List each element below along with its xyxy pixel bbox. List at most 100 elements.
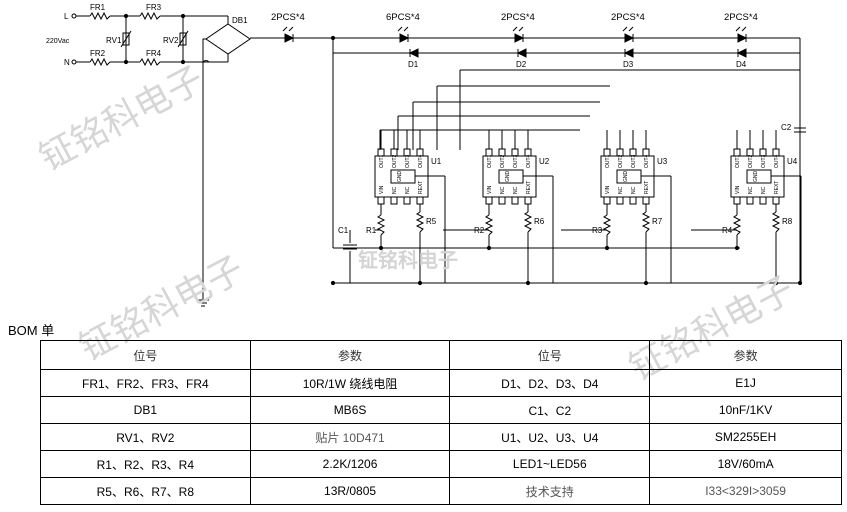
ic-gnd-pad: [498, 169, 524, 184]
pin: [485, 196, 493, 205]
pin: [616, 196, 624, 205]
ic-gnd-pad: [746, 169, 772, 184]
pin-label: OUT3: [631, 154, 637, 168]
resistor-symbol: [771, 211, 781, 233]
header-cell: 位号: [40, 340, 251, 370]
wire: [120, 30, 132, 48]
cell: R1、R2、R3、R4: [40, 450, 251, 478]
pin-label: OUT1: [379, 154, 385, 168]
pin-label: GND: [397, 171, 403, 183]
diode-symbol: [408, 48, 419, 58]
label: D2: [516, 60, 527, 69]
wire: [628, 26, 634, 32]
diode-symbol: [516, 48, 527, 58]
led-symbol: [514, 33, 525, 43]
pin: [642, 196, 650, 205]
pin-label: NC: [405, 186, 411, 194]
pin-label: OUT3: [761, 154, 767, 168]
cap-label: C1: [338, 226, 349, 235]
pin-label: REXT: [644, 181, 650, 194]
ic-label: U1: [431, 157, 442, 166]
label: RV2: [163, 36, 179, 45]
pin-label: REXT: [526, 181, 532, 194]
resistor-symbol: [139, 11, 161, 21]
junction-dot: [123, 59, 129, 65]
label: FR4: [146, 49, 162, 58]
cell: SM2255EH: [649, 423, 842, 451]
resistor-symbol: [732, 214, 742, 236]
pin-label: OUT4: [526, 154, 532, 168]
cell: 贴片 10D471: [249, 423, 451, 451]
pin-label: GND: [505, 171, 511, 183]
varistor-symbol: [122, 32, 130, 46]
pin-label: OUT3: [405, 154, 411, 168]
resistor-symbol: [523, 211, 533, 233]
label: R5: [426, 217, 437, 226]
pin-label: OUT2: [618, 154, 624, 168]
pin: [746, 196, 754, 205]
pin-label: NC: [618, 186, 624, 194]
label: R6: [534, 217, 545, 226]
pin-label: GND: [753, 171, 759, 183]
led-symbol: [284, 33, 295, 43]
pin-label: NC: [513, 186, 519, 194]
label: R1: [366, 226, 377, 235]
terminal-label: N: [64, 58, 70, 67]
junction-dot: [123, 13, 129, 19]
pin-label: NC: [392, 186, 398, 194]
diode-symbol: [623, 48, 634, 58]
pin-label: GND: [623, 171, 629, 183]
cell: LED1~LED56: [449, 450, 651, 478]
cell: MB6S: [249, 396, 451, 424]
led-group-label: 2PCS*4: [611, 12, 645, 23]
bom-title: BOM 单: [8, 323, 55, 338]
pin: [403, 196, 411, 205]
label: R8: [782, 217, 793, 226]
pin-label: NC: [761, 186, 767, 194]
label: FR2: [90, 49, 106, 58]
label: RV1: [106, 36, 122, 45]
cap-label: C2: [781, 123, 792, 132]
resistor-symbol: [641, 211, 651, 233]
wire: [288, 26, 294, 32]
cell: 10R/1W 绕线电阻: [249, 369, 451, 397]
cell: I33<329I>3059: [649, 477, 842, 505]
bridge-rectifier: [205, 23, 251, 55]
pin-label: VIN: [379, 185, 385, 194]
header-cell: 位号: [449, 340, 651, 370]
junction-dot: [330, 35, 336, 41]
header-cell: 参数: [649, 340, 842, 370]
pin-label: NC: [631, 186, 637, 194]
varistor-symbol: [179, 32, 187, 46]
junction-dot: [180, 59, 186, 65]
resistor-symbol: [139, 57, 161, 67]
pin: [603, 196, 611, 205]
label: FR3: [146, 3, 162, 12]
ic-gnd-pad: [616, 169, 642, 184]
pin-label: OUT1: [735, 154, 741, 168]
wire: [741, 26, 747, 32]
cell: 技术支持: [449, 477, 651, 505]
pin: [511, 196, 519, 205]
ic-label: U4: [787, 157, 798, 166]
wire: [518, 26, 524, 32]
pin-label: VIN: [735, 185, 741, 194]
wire: [735, 26, 741, 32]
pin-label: VIN: [487, 185, 493, 194]
watermark: 钲铭科电子: [358, 248, 458, 272]
pin: [524, 196, 532, 205]
pin-label: OUT4: [418, 154, 424, 168]
wire: [282, 26, 288, 32]
resistor-symbol: [484, 214, 494, 236]
led-symbol: [399, 33, 410, 43]
pin-label: OUT4: [644, 154, 650, 168]
header-cell: 参数: [249, 340, 451, 370]
led-group-label: 2PCS*4: [271, 12, 305, 23]
label: R7: [652, 217, 663, 226]
led-symbol: [624, 33, 635, 43]
